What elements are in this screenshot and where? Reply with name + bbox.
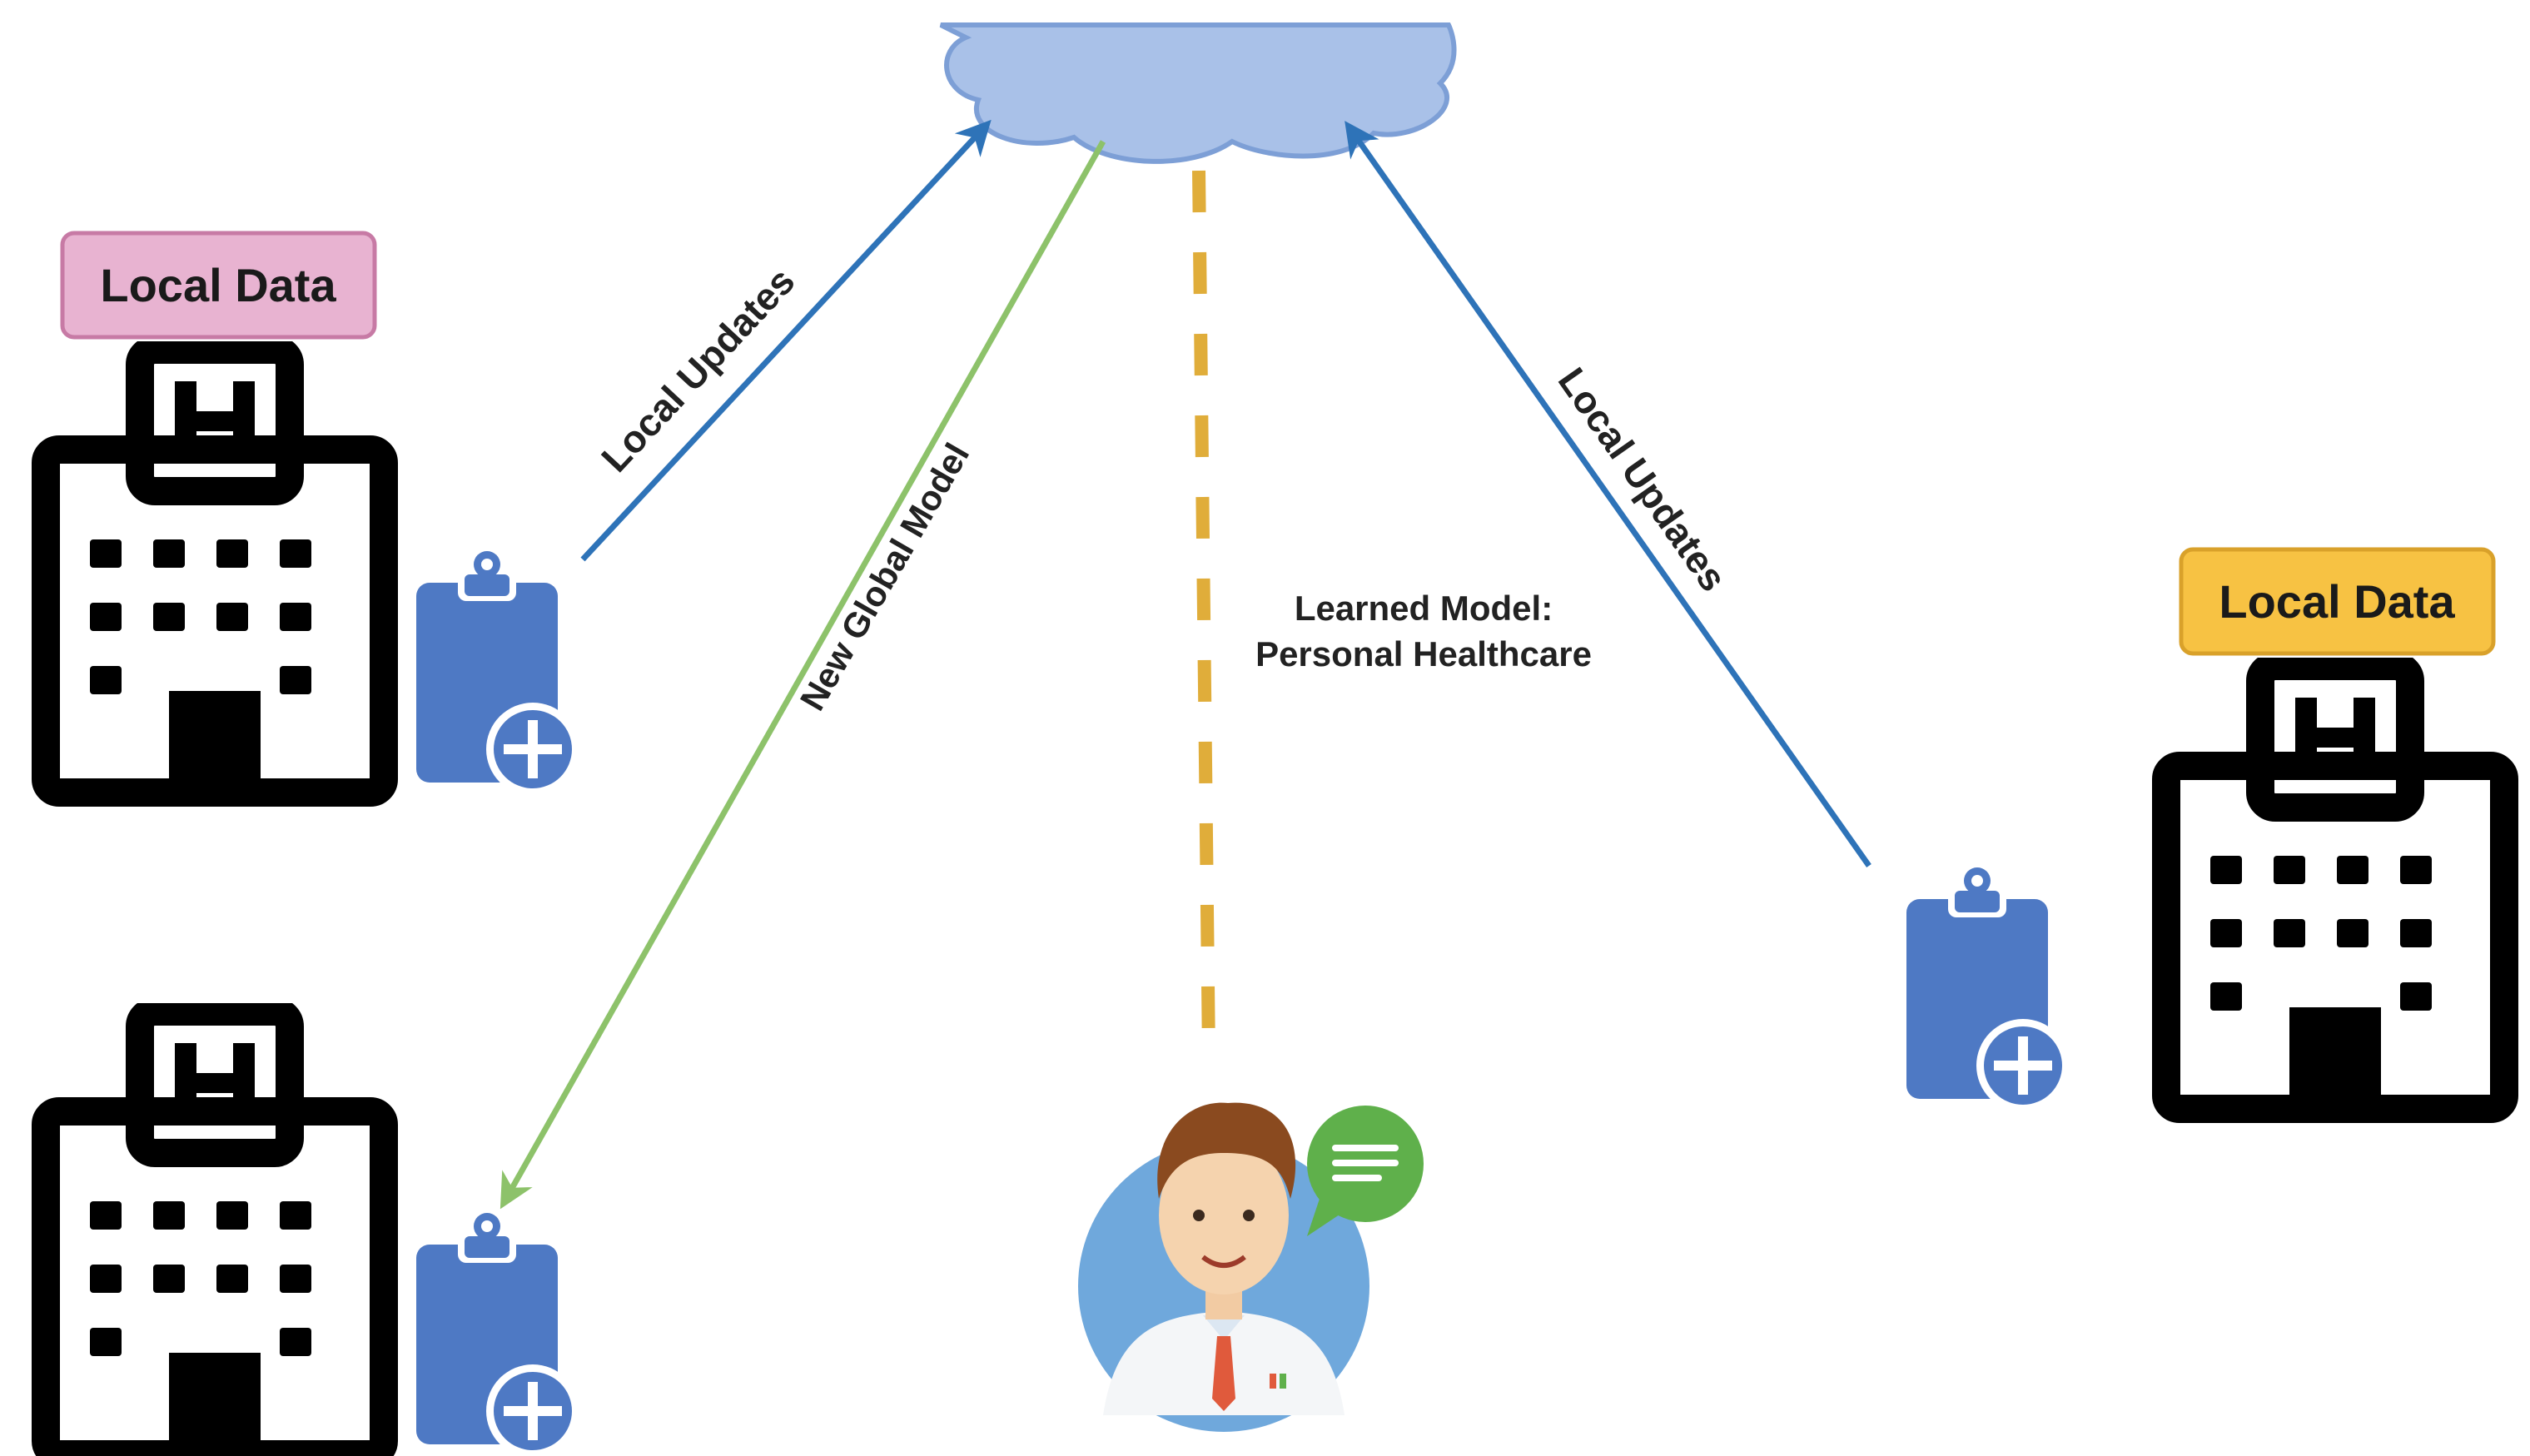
doctor-avatar-icon [1078,1102,1369,1432]
local-data-label-right: Local Data [2219,575,2455,628]
new-global-model-arrow [500,140,1106,1210]
local-updates-label-left: Local Updates [593,259,803,480]
learned-model-label-line2: Personal Healthcare [1255,634,1592,673]
cloud-icon [939,22,1457,164]
speech-bubble-icon [1307,1106,1424,1236]
local-updates-arrow-right [1345,121,1871,868]
local-data-label-left: Local Data [100,259,336,311]
local-updates-arrow-left [580,119,992,562]
local-data-badge-left: Local Data [60,231,377,340]
hospital-icon [2166,666,2504,1109]
medical-clipboard-icon [1906,867,2070,1112]
learned-model-label-line1: Learned Model: [1295,589,1553,628]
local-updates-label-right: Local Updates [1550,360,1736,599]
local-data-badge-right: Local Data [2179,547,2496,656]
learned-model-dashed-line [1192,170,1215,1058]
medical-clipboard-icon [416,1213,579,1456]
medical-clipboard-icon [416,551,579,796]
hospital-icon [46,350,384,793]
new-global-model-label: New Global Model [793,436,977,717]
hospital-icon [46,1011,384,1454]
